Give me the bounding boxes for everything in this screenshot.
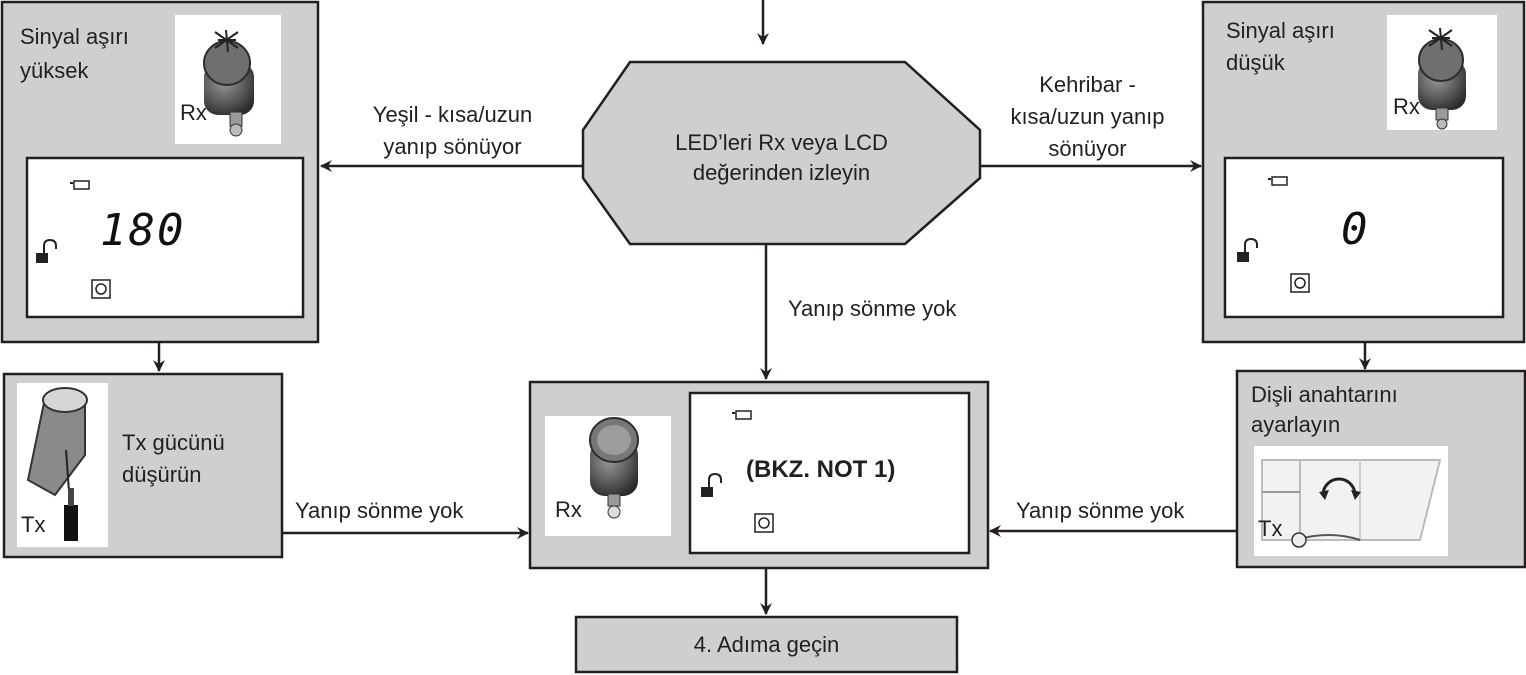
right-lcd-value: 0 xyxy=(1341,204,1370,255)
center-rx-label: Rx xyxy=(555,497,582,522)
center-rx-sensor-icon xyxy=(589,417,639,519)
left-setup-icon xyxy=(91,279,111,299)
center-lock-icon xyxy=(701,472,722,497)
tx-box-line2: düşürün xyxy=(122,462,202,487)
center-text-line1: LED’leri Rx veya LCD xyxy=(675,130,888,155)
right-setup-icon xyxy=(1290,273,1310,293)
left-lock-icon xyxy=(36,238,57,263)
left-battery-icon xyxy=(70,180,90,190)
arrow-down-label: Yanıp sönme yok xyxy=(788,296,957,321)
center-setup-icon xyxy=(754,513,774,533)
left-rx-label: Rx xyxy=(180,100,207,125)
arrow-right-label-line2: kısa/uzun yanıp xyxy=(1010,104,1165,129)
gear-device-label: Tx xyxy=(1258,516,1283,541)
gear-box-line1: Dişli anahtarını xyxy=(1251,382,1398,407)
right-rx-label: Rx xyxy=(1393,94,1420,119)
left-lcd-panel xyxy=(25,156,305,319)
left-title-line1: Sinyal aşırı xyxy=(20,24,129,49)
center-note: (BKZ. NOT 1) xyxy=(746,456,896,483)
tx-device-label: Tx xyxy=(21,512,46,537)
right-rx-sensor-icon xyxy=(1418,27,1466,130)
arrow-bottom-right-label: Yanıp sönme yok xyxy=(1016,498,1185,523)
left-rx-sensor-icon xyxy=(203,29,254,137)
arrow-left-label-line1: Yeşil - kısa/uzun xyxy=(372,102,533,127)
right-battery-icon xyxy=(1268,176,1288,186)
tx-box-line1: Tx gücünü xyxy=(122,430,225,455)
arrow-left-label-line2: yanıp sönüyor xyxy=(383,134,522,159)
right-title-line2: düşük xyxy=(1226,50,1285,75)
left-lcd-value: 180 xyxy=(100,205,186,256)
gear-adjust-icon xyxy=(1261,459,1442,548)
arrow-right-label-line1: Kehribar - xyxy=(1039,72,1136,97)
arrow-bottom-left-label: Yanıp sönme yok xyxy=(295,498,464,523)
center-text-line2: değerinden izleyin xyxy=(692,160,871,185)
right-lock-icon xyxy=(1237,237,1258,262)
final-box xyxy=(574,615,959,674)
center-battery-icon xyxy=(732,410,752,420)
tx-transmitter-icon xyxy=(26,387,88,541)
gear-box-line2: ayarlayın xyxy=(1251,412,1341,437)
right-title-line1: Sinyal aşırı xyxy=(1226,18,1335,43)
arrow-right-label-line3: sönüyor xyxy=(1048,136,1127,161)
left-title-line2: yüksek xyxy=(20,58,89,83)
center-octagon xyxy=(581,60,982,246)
final-label: 4. Adıma geçin xyxy=(693,632,840,657)
